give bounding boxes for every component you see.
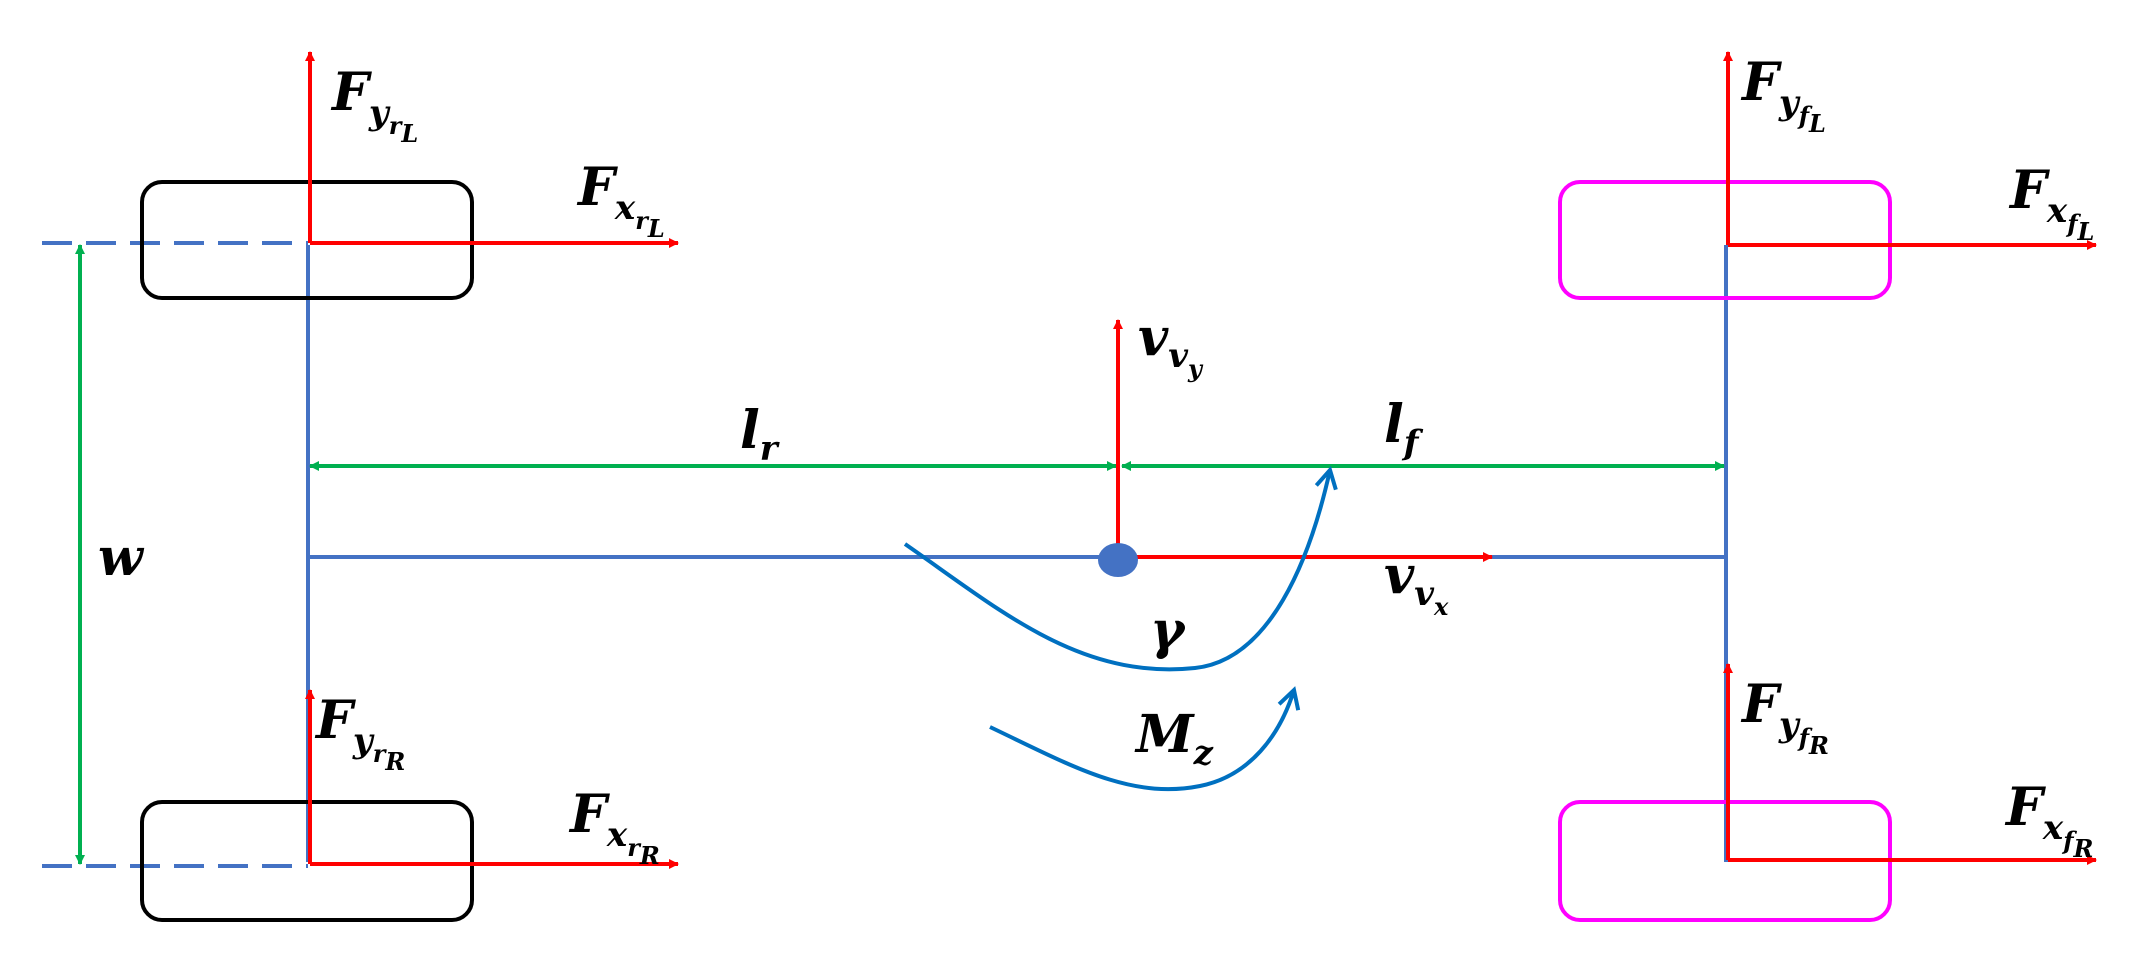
fy-rr-label: FyrR: [314, 690, 405, 776]
gamma-label: γ: [1150, 600, 1187, 661]
vvx-label: vvx: [1384, 545, 1449, 621]
lr-label: lr: [740, 400, 780, 469]
yaw-moment-arrow: [989, 686, 1301, 792]
fy-fr-label: FyfR: [1740, 674, 1829, 760]
fy-fl-label: FyfL: [1740, 52, 1826, 138]
front-left-wheel: [1558, 180, 1892, 300]
center-of-gravity: [1098, 543, 1138, 577]
mz-label: Mz: [1134, 704, 1214, 773]
vvy-label: vvy: [1138, 307, 1204, 383]
fx-fr-label: FxfR: [2004, 777, 2093, 863]
fx-rl-label: FxrL: [576, 157, 665, 243]
yaw-rate-arrow: [903, 465, 1338, 672]
rear-right-wheel: [140, 800, 474, 922]
fy-rl-label: FyrL: [330, 62, 418, 148]
fx-fl-label: FxfL: [2008, 160, 2094, 246]
fx-rr-label: FxrR: [568, 784, 660, 870]
lf-label: lf: [1384, 394, 1424, 463]
w-label: w: [98, 527, 145, 588]
rear-left-wheel: [140, 180, 474, 300]
